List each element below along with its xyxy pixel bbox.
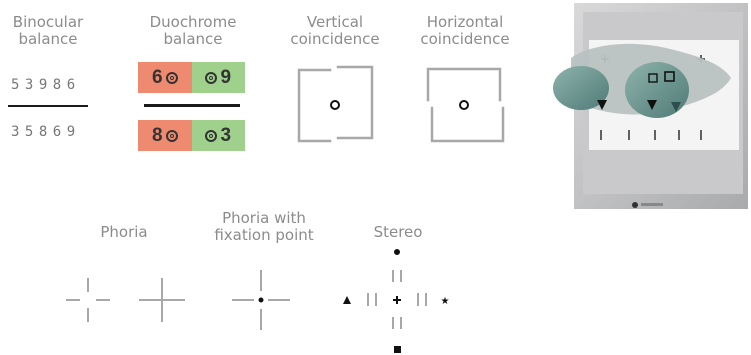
stereo-triangle-icon: [343, 296, 351, 304]
binocular-divider: [8, 105, 88, 107]
phoria-caption: Phoria: [100, 223, 148, 241]
duochrome-bottom-panel: 8 3: [138, 120, 245, 151]
phoria-fixation-caption: Phoria with fixation point: [214, 209, 314, 244]
duochrome-top-right-digit: 9: [220, 66, 232, 88]
target-ring-icon: [205, 71, 218, 84]
duochrome-bottom-right-digit: 3: [220, 124, 232, 146]
target-ring-icon: [205, 129, 218, 142]
phoria-cross-solid: [139, 278, 185, 322]
vertical-coincidence-figure: [297, 65, 374, 143]
duochrome-top-red: 6: [138, 62, 192, 93]
duochrome-bottom-green: 3: [191, 120, 245, 151]
horizontal-coincidence-figure: [426, 67, 505, 143]
duochrome-bottom-red: 8: [138, 120, 192, 151]
stereo-top-dot: [394, 249, 400, 255]
binocular-bottom-digits: 35869: [11, 124, 81, 140]
stereo-figure: ★: [343, 249, 450, 353]
phoria-cross-split: [66, 278, 110, 322]
vertical-coincidence-caption: Vertical coincidence: [290, 13, 380, 48]
duochrome-top-panel: 6 9: [138, 62, 245, 93]
duochrome-top-green: 9: [191, 62, 245, 93]
target-ring-icon: [165, 71, 178, 84]
binocular-balance-caption: Binocular balance: [12, 13, 84, 48]
target-ring-icon: [165, 129, 178, 142]
duochrome-balance-caption: Duochrome balance: [149, 13, 237, 48]
stereo-caption: Stereo: [373, 223, 423, 241]
duochrome-divider: [144, 104, 240, 107]
duochrome-bottom-left-digit: 8: [151, 124, 163, 146]
duochrome-top-left-digit: 6: [151, 66, 163, 88]
binocular-top-digits: 53986: [11, 77, 81, 93]
stereo-square-icon: [394, 346, 401, 353]
phoria-fixation-figure: [232, 270, 290, 330]
stereo-star-icon: ★: [441, 296, 450, 307]
chart-panel-photo: [553, 0, 751, 212]
horizontal-coincidence-caption: Horizontal coincidence: [420, 13, 510, 48]
